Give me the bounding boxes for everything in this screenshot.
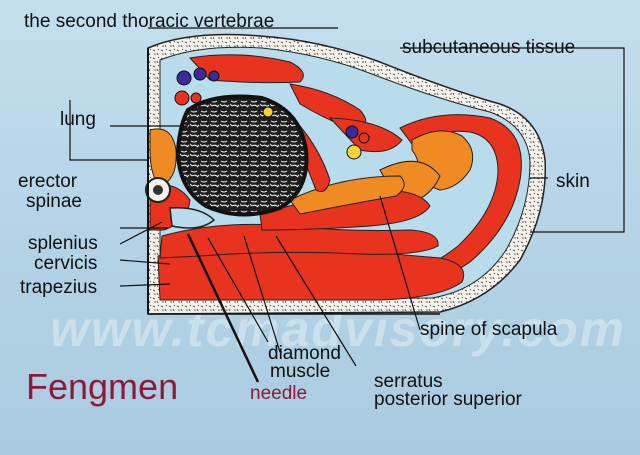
label-trapezius: trapezius: [20, 277, 98, 298]
leader-lines: [69, 27, 625, 367]
lung-shape: [175, 94, 309, 217]
vessel-blue: [176, 70, 192, 86]
label-vertebrae: the second thoracic vertebrae: [24, 11, 275, 32]
nerve-yellow: [262, 106, 274, 118]
erector-spinae-shape: [149, 128, 177, 187]
label-cervicis: cervicis: [34, 253, 98, 274]
label-spine-of-scapula: spine of scapula: [420, 319, 558, 340]
label-splenius: splenius: [28, 233, 98, 254]
label-erector: erector: [18, 171, 78, 192]
label-posterior-superior: posterior superior: [374, 389, 522, 410]
label-subcutaneous-tissue: subcutaneous tissue: [402, 37, 576, 58]
label-skin: skin: [556, 171, 590, 192]
needle-line: [186, 233, 260, 383]
label-lung: lung: [60, 109, 96, 130]
label-diamond: diamond: [268, 343, 341, 364]
label-muscle: muscle: [270, 361, 331, 382]
page-title: Fengmen: [26, 366, 179, 407]
label-serratus: serratus: [374, 371, 443, 392]
label-needle: needle: [250, 383, 308, 404]
vessel-red: [174, 90, 190, 106]
label-spinae: spinae: [26, 191, 82, 212]
